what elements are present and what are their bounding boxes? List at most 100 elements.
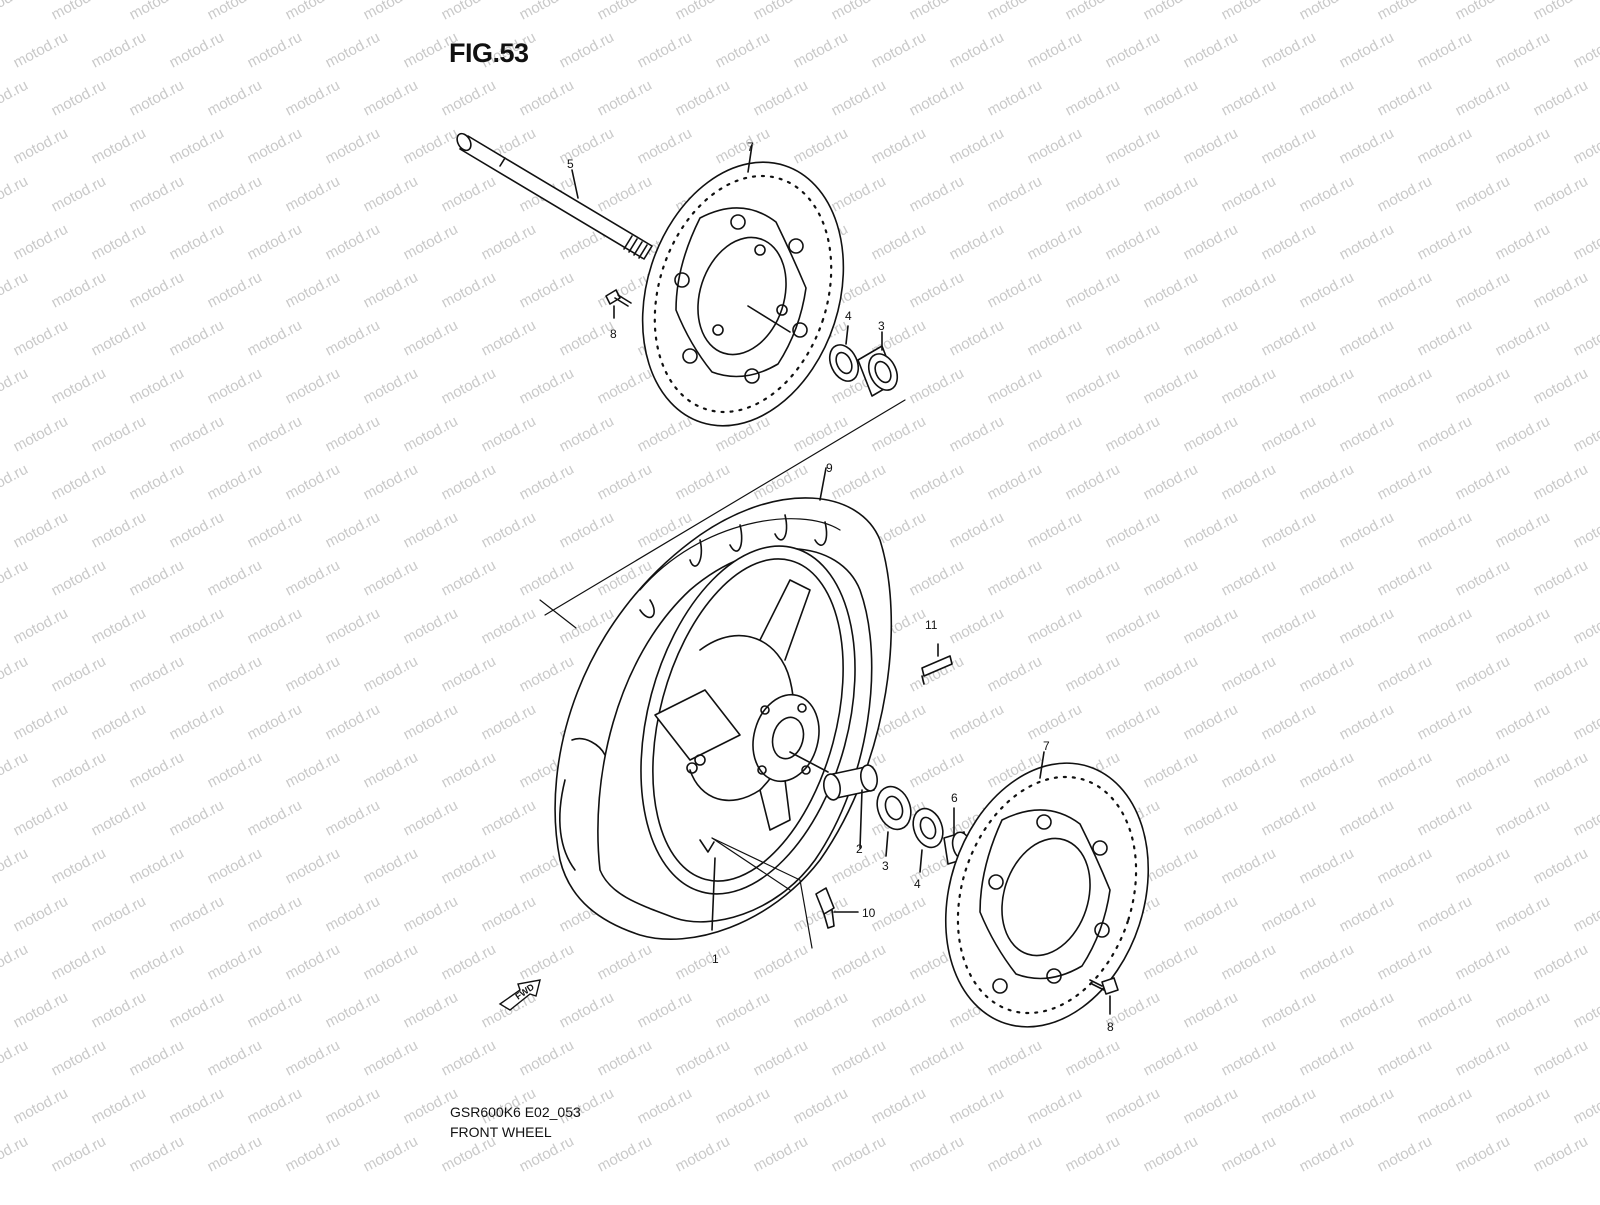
watermark-text: motod.ru [49, 557, 109, 600]
watermark-text: motod.ru [323, 893, 383, 936]
watermark-text: motod.ru [127, 365, 187, 408]
callout-bearing-lower: 3 [882, 859, 889, 873]
watermark-text: motod.ru [1141, 749, 1201, 792]
watermark-text: motod.ru [1297, 557, 1357, 600]
watermark-text: motod.ru [557, 413, 617, 456]
watermark-text: motod.ru [517, 653, 577, 696]
watermark-text: motod.ru [49, 1037, 109, 1080]
watermark-text: motod.ru [1181, 29, 1241, 72]
watermark-text: motod.ru [1219, 653, 1279, 696]
watermark-text: motod.ru [1181, 413, 1241, 456]
watermark-text: motod.ru [1063, 461, 1123, 504]
callout-bearing-upper: 3 [878, 319, 885, 333]
watermark-text: motod.ru [167, 29, 227, 72]
watermark-text: motod.ru [791, 1085, 851, 1128]
watermark-text: motod.ru [1375, 0, 1435, 24]
watermark-text: motod.ru [1181, 125, 1241, 168]
watermark-text: motod.ru [751, 1133, 811, 1176]
watermark-text: motod.ru [595, 365, 655, 408]
watermark-text: motod.ru [283, 749, 343, 792]
watermark-text: motod.ru [1415, 701, 1475, 744]
watermark-text: motod.ru [361, 269, 421, 312]
watermark-text: motod.ru [1259, 125, 1319, 168]
watermark-text: motod.ru [1375, 461, 1435, 504]
spacer-part [789, 751, 878, 849]
watermark-text: motod.ru [0, 845, 31, 888]
watermark-text: motod.ru [49, 845, 109, 888]
watermark-text: motod.ru [1141, 557, 1201, 600]
watermark-text: motod.ru [907, 653, 967, 696]
watermark-text: motod.ru [361, 749, 421, 792]
watermark-text: motod.ru [245, 1085, 305, 1128]
watermark-text: motod.ru [245, 317, 305, 360]
watermark-text: motod.ru [947, 125, 1007, 168]
watermark-text: motod.ru [1259, 221, 1319, 264]
watermark-text: motod.ru [829, 941, 889, 984]
watermark-text: motod.ru [0, 941, 31, 984]
watermark-text: motod.ru [517, 941, 577, 984]
watermark-text: motod.ru [1571, 221, 1600, 264]
watermark-text: motod.ru [1493, 509, 1553, 552]
upper-bolt-part [605, 289, 632, 319]
watermark-text: motod.ru [985, 461, 1045, 504]
watermark-text: motod.ru [751, 0, 811, 24]
watermark-text: motod.ru [1571, 893, 1600, 936]
watermark-text: motod.ru [751, 77, 811, 120]
lower-guide-line-a [539, 599, 577, 629]
watermark-text: motod.ru [439, 941, 499, 984]
watermark-text: motod.ru [401, 221, 461, 264]
watermark-text: motod.ru [1181, 893, 1241, 936]
watermark-text: motod.ru [205, 0, 265, 24]
watermark-text: motod.ru [1493, 317, 1553, 360]
watermark-text: motod.ru [907, 269, 967, 312]
watermark-text: motod.ru [49, 0, 109, 24]
watermark-text: motod.ru [673, 0, 733, 24]
callout-bolt-upper: 8 [610, 327, 617, 341]
watermark-text: motod.ru [1025, 413, 1085, 456]
watermark-text: motod.ru [479, 509, 539, 552]
watermark-text: motod.ru [1337, 125, 1397, 168]
watermark-text: motod.ru [205, 269, 265, 312]
callout-valve: 10 [862, 906, 876, 920]
watermark-text: motod.ru [1181, 797, 1241, 840]
watermark-text: motod.ru [829, 0, 889, 24]
watermark-text: motod.ru [1531, 941, 1591, 984]
watermark-text: motod.ru [479, 413, 539, 456]
watermark-text: motod.ru [1259, 1085, 1319, 1128]
watermark-text: motod.ru [907, 557, 967, 600]
watermark-text: motod.ru [907, 749, 967, 792]
watermark-text: motod.ru [1571, 509, 1600, 552]
watermark-text: motod.ru [11, 989, 71, 1032]
watermark-text: motod.ru [1453, 365, 1513, 408]
watermark-text: motod.ru [1453, 269, 1513, 312]
watermark-text: motod.ru [595, 0, 655, 24]
watermark-text: motod.ru [1375, 173, 1435, 216]
watermark-text: motod.ru [1531, 461, 1591, 504]
watermark-text: motod.ru [1259, 605, 1319, 648]
watermark-text: motod.ru [127, 0, 187, 24]
watermark-text: motod.ru [1531, 845, 1591, 888]
watermark-text: motod.ru [635, 989, 695, 1032]
watermark-text: motod.ru [323, 413, 383, 456]
watermark-text: motod.ru [89, 317, 149, 360]
watermark-text: motod.ru [1297, 269, 1357, 312]
watermark-text: motod.ru [791, 413, 851, 456]
watermark-text: motod.ru [595, 1133, 655, 1176]
air-valve-part [815, 887, 859, 929]
watermark-text: motod.ru [205, 653, 265, 696]
watermark-text: motod.ru [245, 701, 305, 744]
watermark-text: motod.ru [1259, 893, 1319, 936]
watermark-text: motod.ru [1141, 269, 1201, 312]
watermark-text: motod.ru [1531, 77, 1591, 120]
watermark-text: motod.ru [1453, 1037, 1513, 1080]
watermark-text: motod.ru [1181, 1085, 1241, 1128]
watermark-text: motod.ru [673, 461, 733, 504]
watermark-text: motod.ru [401, 317, 461, 360]
watermark-text: motod.ru [1493, 125, 1553, 168]
watermark-text: motod.ru [245, 509, 305, 552]
watermark-text: motod.ru [1025, 29, 1085, 72]
watermark-text: motod.ru [283, 365, 343, 408]
watermark-text: motod.ru [1453, 941, 1513, 984]
lower-brake-disc-part [944, 751, 1150, 1028]
watermark-text: motod.ru [1337, 989, 1397, 1032]
